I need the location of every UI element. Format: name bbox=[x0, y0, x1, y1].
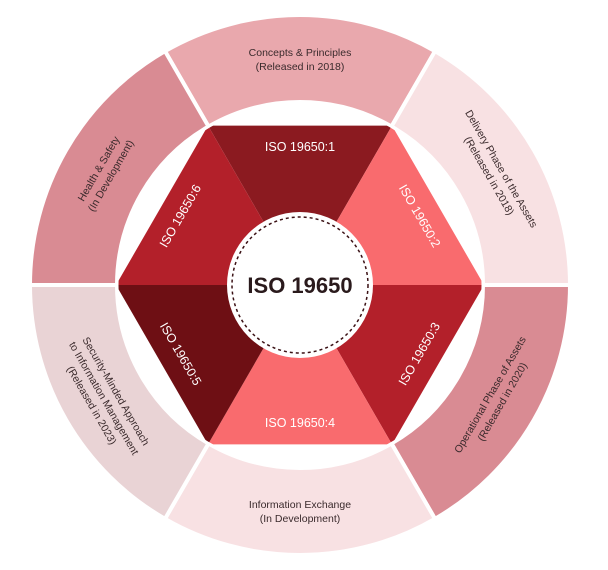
center-title: ISO 19650 bbox=[247, 273, 352, 298]
outer-label-line: Information Exchange bbox=[249, 499, 351, 511]
inner-segment-part4 bbox=[208, 285, 392, 445]
inner-label-part1: ISO 19650:1 bbox=[265, 140, 335, 154]
outer-label-line: (In Development) bbox=[260, 513, 341, 525]
inner-label-part4: ISO 19650:4 bbox=[265, 416, 335, 430]
center-circle-dashed-border bbox=[231, 216, 369, 354]
outer-label-line: Concepts & Principles bbox=[249, 47, 352, 59]
outer-label-info-exchange: Information Exchange (In Development) bbox=[249, 499, 351, 525]
inner-segment-part1 bbox=[208, 125, 392, 285]
outer-label-line: (Released in 2018) bbox=[256, 61, 345, 73]
center-circle: ISO 19650 bbox=[227, 212, 373, 358]
outer-ring: Concepts & Principles(Released in 2018)D… bbox=[27, 13, 573, 557]
ring-separator bbox=[115, 100, 485, 470]
outer-label-concepts: Concepts & Principles (Released in 2018) bbox=[249, 47, 352, 73]
center-circle-fill bbox=[227, 212, 373, 358]
